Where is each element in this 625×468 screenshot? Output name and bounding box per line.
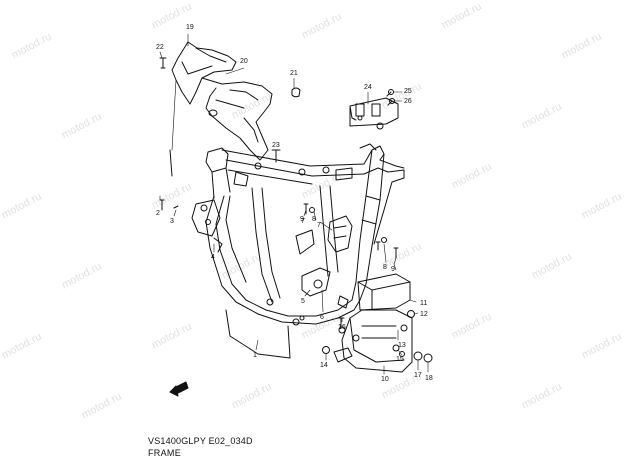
bolt-part [393, 247, 399, 259]
section-title: FRAME [148, 448, 181, 458]
callout-c17: 17 [414, 372, 422, 379]
callout-c7: 7 [301, 218, 305, 225]
callout-c15: 15 [396, 356, 404, 363]
callout-c21: 21 [290, 70, 298, 77]
callout-c8b: 8 [383, 264, 387, 271]
callout-c6: 6 [320, 314, 324, 321]
bolt-part [337, 317, 345, 329]
callout-c10: 10 [381, 376, 389, 383]
bolt-part [159, 57, 167, 69]
callout-c9: 9 [391, 266, 395, 273]
callout-c23: 23 [272, 142, 280, 149]
nut-part [407, 310, 415, 318]
callout-c26: 26 [404, 98, 412, 105]
callout-c2: 2 [156, 210, 160, 217]
drawing-code: VS1400GLPY E02_034D [148, 436, 253, 446]
callout-c8: 8 [312, 216, 316, 223]
callout-c9b: 9 [300, 216, 304, 223]
clip-part [291, 87, 301, 98]
ignition-bracket [349, 89, 399, 130]
callout-c4: 4 [211, 254, 215, 261]
frame-plate [225, 309, 291, 359]
bolt-part [303, 203, 309, 215]
washer-part [381, 237, 387, 243]
callout-c25: 25 [404, 88, 412, 95]
callout-c5: 5 [301, 298, 305, 305]
washer-part [399, 351, 405, 357]
bolt-part [173, 205, 179, 209]
callout-c12: 12 [420, 311, 428, 318]
callout-c11: 11 [420, 300, 428, 307]
callout-c13: 13 [398, 342, 406, 349]
callout-c19: 19 [186, 24, 194, 31]
callout-c18: 18 [425, 375, 433, 382]
bolt-part [159, 199, 165, 211]
callout-c14: 14 [320, 362, 328, 369]
battery-box [333, 273, 413, 373]
bolt-part [375, 241, 381, 251]
callout-c16: 16 [338, 324, 346, 331]
nut-part [322, 346, 330, 354]
front-arrow-icon [169, 381, 189, 397]
leader-lines [159, 33, 429, 375]
main-frame [191, 143, 405, 326]
side-cover-panel [171, 41, 273, 161]
grommet-part [423, 353, 433, 363]
leader-line [169, 149, 173, 177]
callout-c1: 1 [253, 352, 257, 359]
washer-part [309, 207, 315, 213]
callout-c20: 20 [240, 58, 248, 65]
grommet-part [413, 351, 423, 361]
callout-c7b: 7 [317, 222, 321, 229]
washer-part [338, 326, 346, 334]
callout-c3: 3 [170, 218, 174, 225]
callout-c22: 22 [156, 44, 164, 51]
callout-c24: 24 [364, 84, 372, 91]
